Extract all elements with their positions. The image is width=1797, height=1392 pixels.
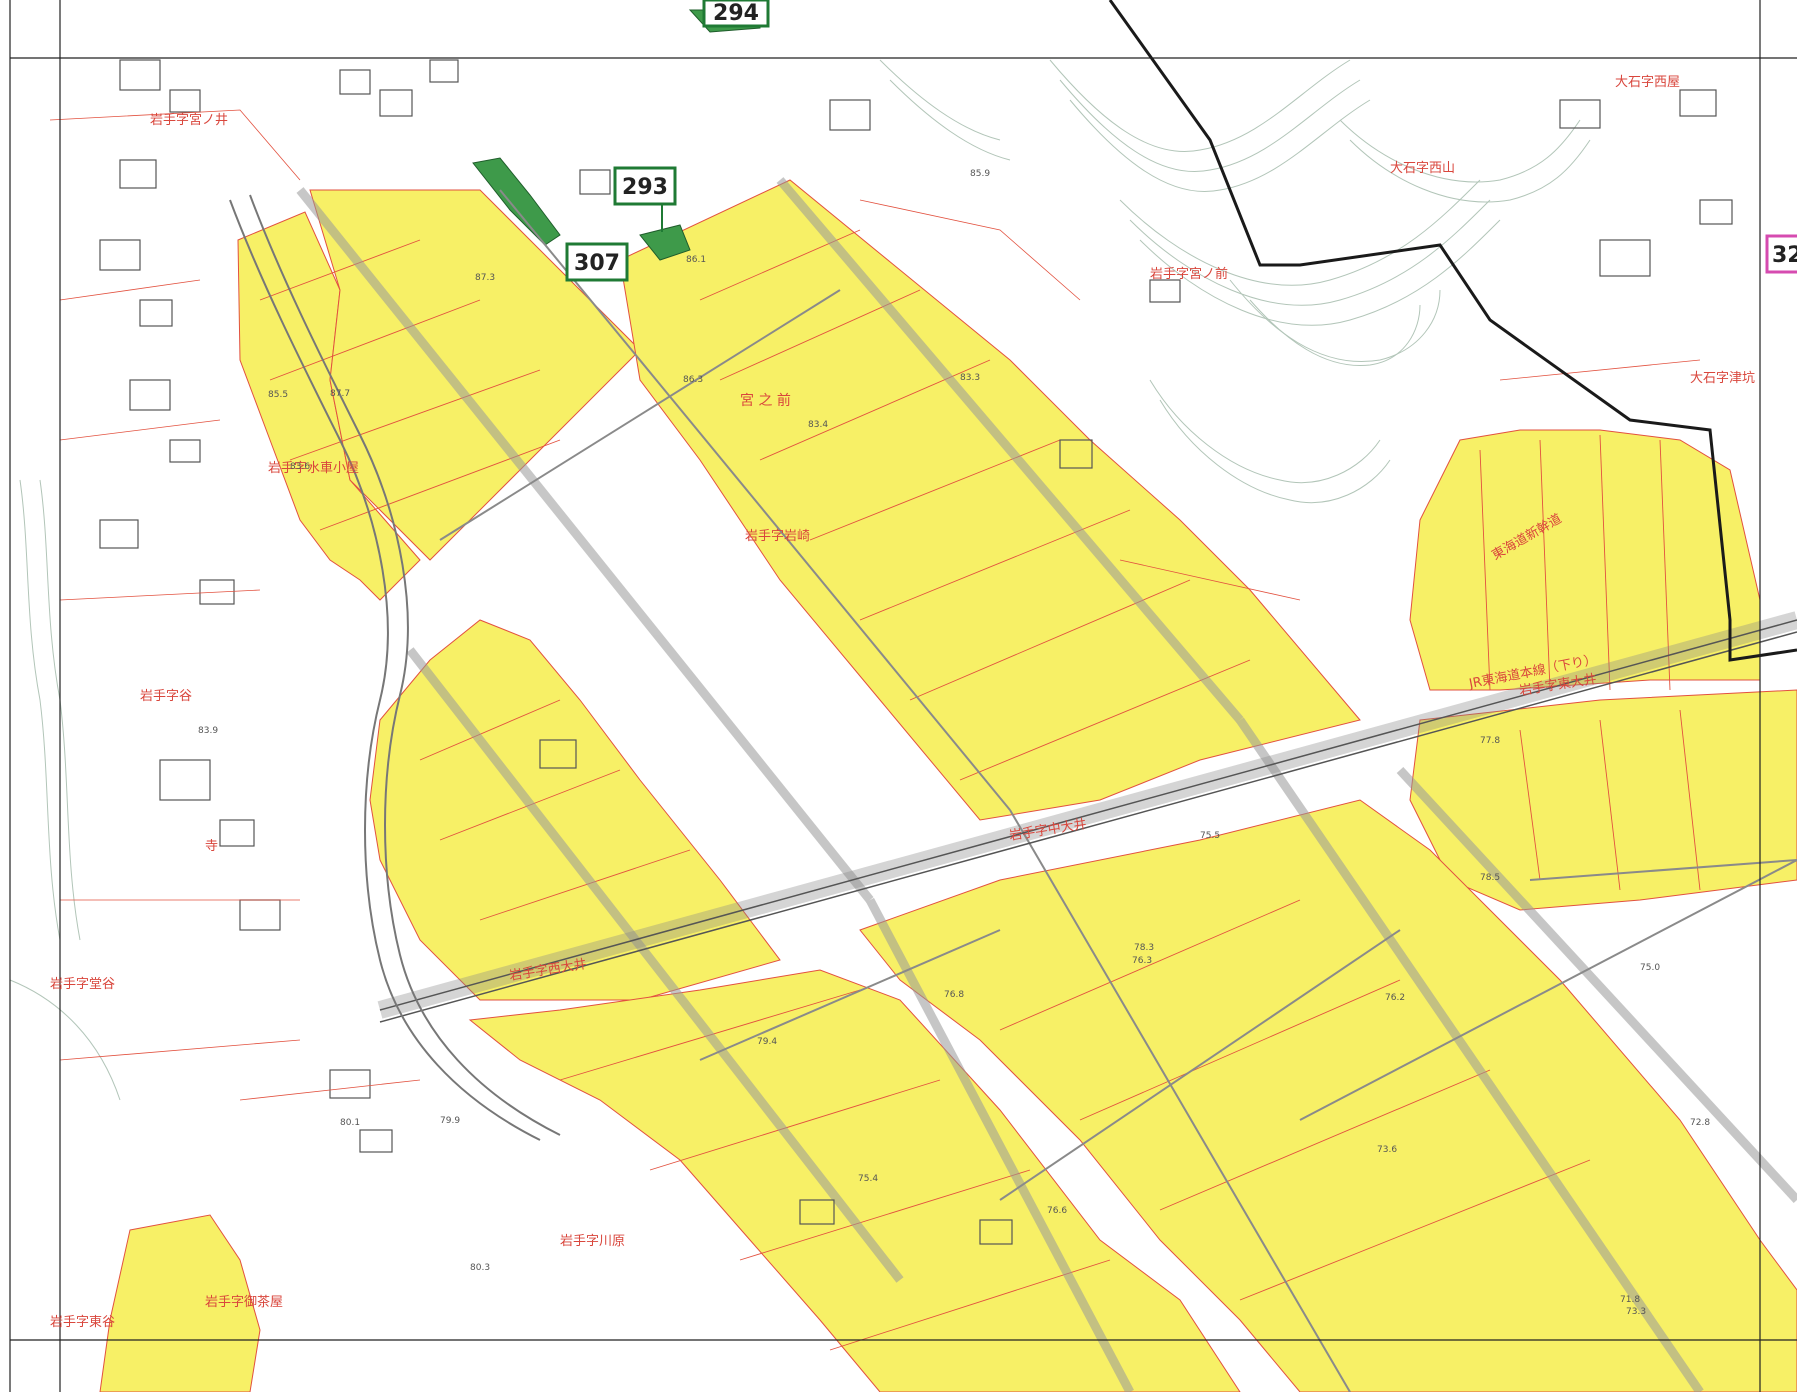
label-miyanomae-field: 宮 之 前 <box>740 392 791 409</box>
svg-text:72.8: 72.8 <box>1690 1118 1710 1128</box>
river <box>229 194 561 1141</box>
parcel-badge-32: 32 <box>1765 234 1797 274</box>
railway <box>377 611 1797 1023</box>
svg-text:75.5: 75.5 <box>1200 831 1220 841</box>
svg-text:87.7: 87.7 <box>330 389 350 399</box>
contour-lines <box>9 59 1591 1101</box>
label-oishi-nishiyama: 大石字西山 <box>1390 161 1455 176</box>
parcel-badge-294: 294 <box>702 0 770 28</box>
svg-text:83.4: 83.4 <box>808 420 828 430</box>
label-suisha: 岩手字水車小屋 <box>268 461 359 476</box>
label-gochaya: 岩手字御茶屋 <box>205 1294 283 1310</box>
map-frame <box>9 0 1797 1392</box>
svg-text:83.6: 83.6 <box>290 462 310 472</box>
svg-text:76.6: 76.6 <box>1047 1206 1067 1216</box>
elevation-points: 85.5 87.7 87.3 86.3 83.4 83.3 86.1 79.4 … <box>198 169 1710 1317</box>
label-higashitani: 岩手字東谷 <box>50 1314 115 1330</box>
label-oishi-nishiyashiki: 大石字西屋 <box>1615 75 1680 90</box>
label-dobutani: 岩手字堂谷 <box>50 977 115 992</box>
svg-text:32: 32 <box>1772 243 1797 268</box>
roads <box>439 189 1797 1392</box>
svg-text:73.6: 73.6 <box>1377 1145 1397 1155</box>
svg-text:75.0: 75.0 <box>1640 963 1660 973</box>
svg-text:80.3: 80.3 <box>470 1263 490 1273</box>
svg-text:78.5: 78.5 <box>1480 873 1500 883</box>
label-iwasaki: 岩手字岩崎 <box>745 529 810 544</box>
label-temple: 寺 <box>205 839 218 854</box>
svg-text:87.3: 87.3 <box>475 273 495 283</box>
label-miyanomae-hill: 岩手字宮ノ前 <box>1150 266 1228 282</box>
svg-text:86.1: 86.1 <box>686 255 706 265</box>
svg-text:73.3: 73.3 <box>1626 1307 1646 1317</box>
svg-text:86.3: 86.3 <box>683 375 703 385</box>
municipal-boundary <box>1108 0 1797 662</box>
label-oishi-tsubo: 大石字津坑 <box>1690 371 1755 386</box>
label-kawara: 岩手字川原 <box>560 1234 625 1249</box>
parcel-badge-307: 307 <box>565 242 629 282</box>
svg-text:85.5: 85.5 <box>268 390 288 400</box>
parcel-badge-293: 293 <box>613 166 677 206</box>
svg-text:294: 294 <box>713 1 759 26</box>
svg-text:293: 293 <box>622 175 668 200</box>
svg-text:83.9: 83.9 <box>198 726 218 736</box>
svg-text:307: 307 <box>574 251 620 276</box>
svg-text:71.8: 71.8 <box>1620 1295 1640 1305</box>
svg-text:80.1: 80.1 <box>340 1118 360 1128</box>
svg-text:83.3: 83.3 <box>960 373 980 383</box>
label-miyanoi: 岩手字宮ノ井 <box>150 112 228 128</box>
svg-text:79.9: 79.9 <box>440 1116 460 1126</box>
svg-text:76.8: 76.8 <box>944 990 964 1000</box>
svg-text:76.3: 76.3 <box>1132 956 1152 966</box>
paddy-fields <box>99 179 1797 1392</box>
svg-text:85.9: 85.9 <box>970 169 990 179</box>
svg-text:79.4: 79.4 <box>757 1037 777 1047</box>
svg-text:76.2: 76.2 <box>1385 993 1405 1003</box>
svg-text:77.8: 77.8 <box>1480 736 1500 746</box>
town-parcel-lines <box>49 109 1701 1101</box>
label-tani: 岩手字谷 <box>140 689 192 704</box>
canals <box>296 177 1797 1392</box>
svg-text:75.4: 75.4 <box>858 1174 878 1184</box>
svg-text:78.3: 78.3 <box>1134 943 1154 953</box>
